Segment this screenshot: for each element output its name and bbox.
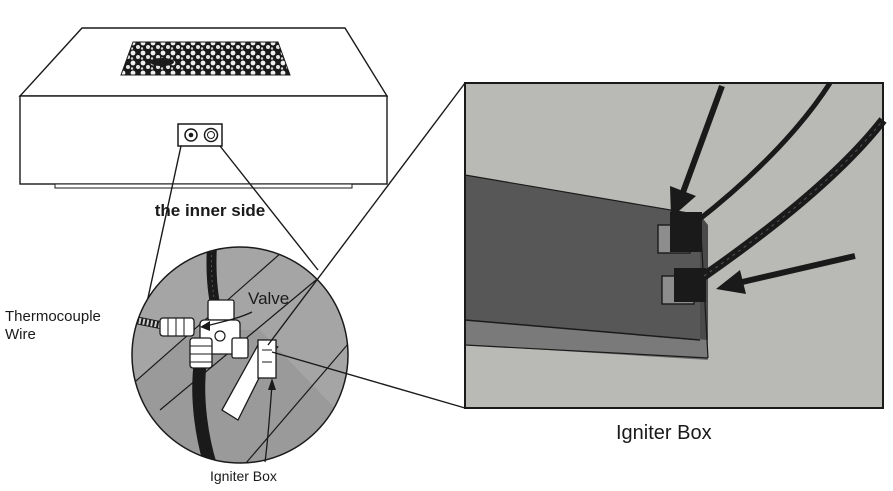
valve-label: Valve	[248, 289, 290, 308]
leader-line-right	[219, 145, 319, 271]
zoom-line-top	[267, 82, 466, 346]
control-panel	[177, 123, 223, 147]
fire-table	[18, 27, 389, 189]
igniter-small-arrow	[264, 384, 273, 463]
zoom-line-bottom	[271, 351, 466, 409]
igniter-box-enlarged-panel	[464, 81, 887, 409]
thermocouple-fitting	[159, 317, 195, 337]
igniter-box-small-label: Igniter Box	[210, 468, 277, 484]
igniter-port-bottom	[661, 268, 706, 305]
igniter-wire-1	[694, 81, 833, 224]
lower-fitting	[189, 337, 213, 369]
burner-center	[150, 58, 174, 66]
inner-side-label: the inner side	[154, 201, 266, 220]
igniter-box-small	[221, 339, 279, 421]
control-knob-icon	[203, 127, 219, 143]
arrow-to-top-port	[670, 84, 725, 218]
thermocouple-wire-label: Thermocouple Wire	[5, 308, 101, 343]
igniter-box-side	[465, 175, 708, 340]
igniter-box-large-label: Igniter Box	[616, 422, 712, 444]
arrow-to-bottom-port	[716, 253, 856, 294]
burner-pan-rocks	[120, 41, 291, 76]
table-base	[54, 183, 353, 189]
valve-arrow	[205, 311, 253, 327]
detail-circle	[131, 246, 349, 464]
